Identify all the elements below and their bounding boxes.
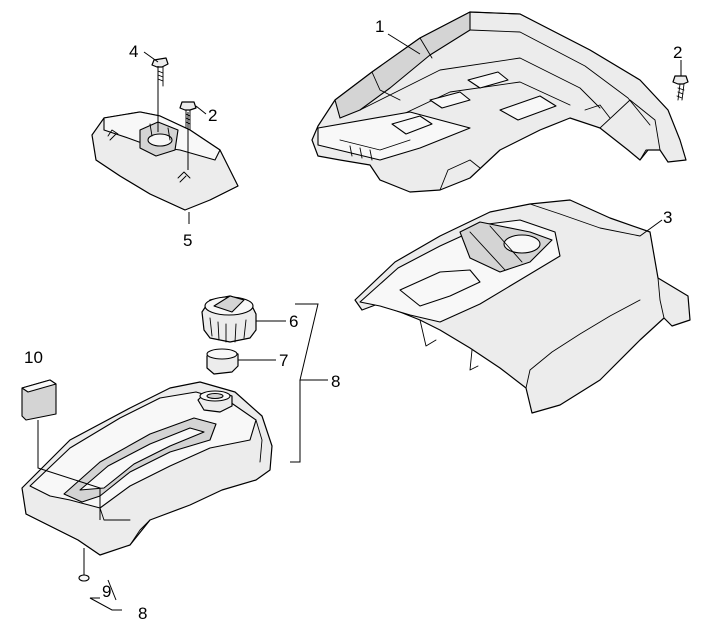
callout-6: 6 [289,312,298,331]
callout-8-bottom: 8 [138,604,147,623]
leader-1 [387,33,421,55]
callout-3: 3 [663,208,672,227]
part-screw-four [151,57,169,87]
part-top-cover [311,11,687,193]
callout-2-left: 2 [208,106,217,125]
part-housing [354,199,691,414]
leader-2b [187,105,207,170]
callout-7: 7 [279,351,288,370]
leader-4 [143,51,159,132]
callout-4: 4 [129,42,138,61]
leader-lines [37,33,682,611]
part-o-ring [78,574,90,582]
callout-1: 1 [375,17,384,36]
leader-10 [37,420,101,520]
part-ring [206,348,239,375]
callout-numbers: 1 2 4 2 5 3 6 7 8 10 9 8 [24,17,682,623]
leader-8-bracket [290,303,328,463]
callout-9: 9 [102,582,111,601]
part-screw-right [672,75,689,101]
part-label-pad [21,379,57,421]
callout-10: 10 [24,348,43,367]
leader-3 [639,219,663,237]
callout-2-right: 2 [673,43,682,62]
part-small-cover [91,111,239,211]
callout-5: 5 [183,231,192,250]
leader-9 [107,579,117,601]
part-cap [201,295,257,343]
part-tank [21,381,273,556]
leader-9-bracket [89,597,122,611]
callout-8-bracket: 8 [331,372,340,391]
